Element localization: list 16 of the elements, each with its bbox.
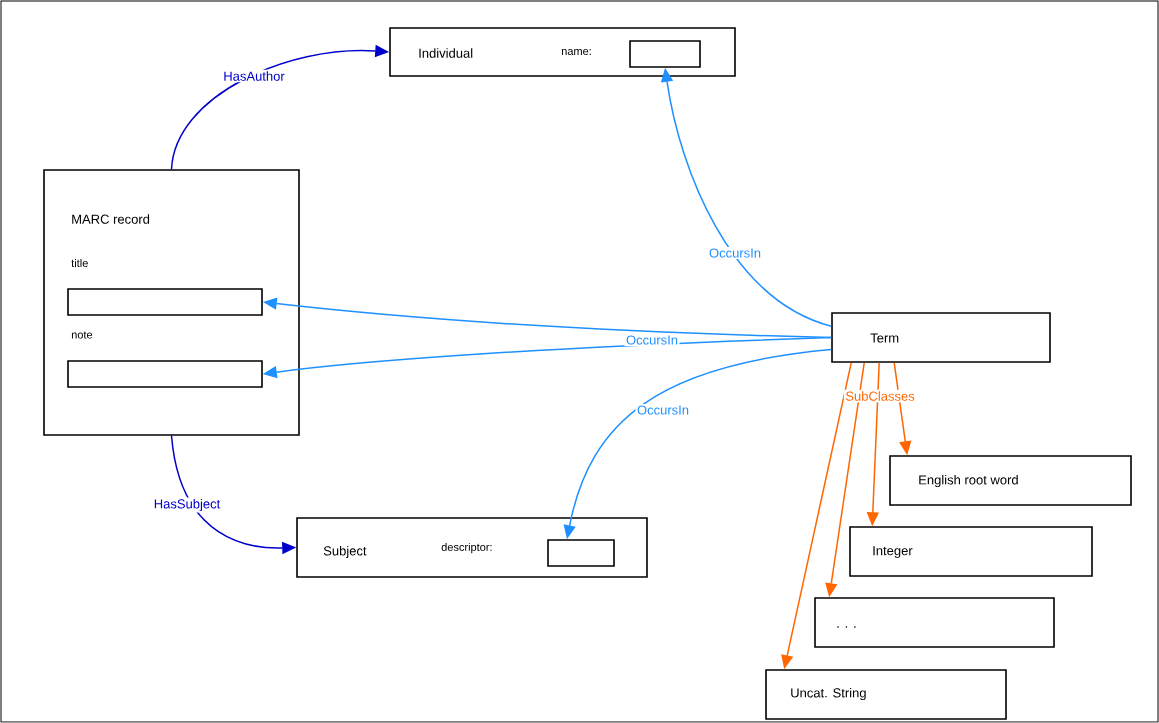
edge-label: OccursIn [635, 403, 691, 417]
edge-label: HasSubject [152, 497, 222, 513]
class-box: Uncat. String [765, 669, 1007, 720]
input-field [67, 288, 263, 316]
term-box: Term [831, 312, 1051, 363]
edge-label: OccursIn [624, 333, 680, 347]
edge-label: HasAuthor [221, 69, 287, 83]
input-field [547, 539, 615, 567]
input-field [629, 40, 701, 68]
class-box: Integer [849, 526, 1093, 577]
class-box: English root word [889, 455, 1132, 506]
class-box: . . . [814, 597, 1055, 648]
edge-label: OccursIn [707, 246, 763, 260]
entity-box: Subject descriptor: [296, 517, 648, 578]
edge-label: SubClasses [843, 389, 917, 403]
input-field [67, 360, 263, 388]
